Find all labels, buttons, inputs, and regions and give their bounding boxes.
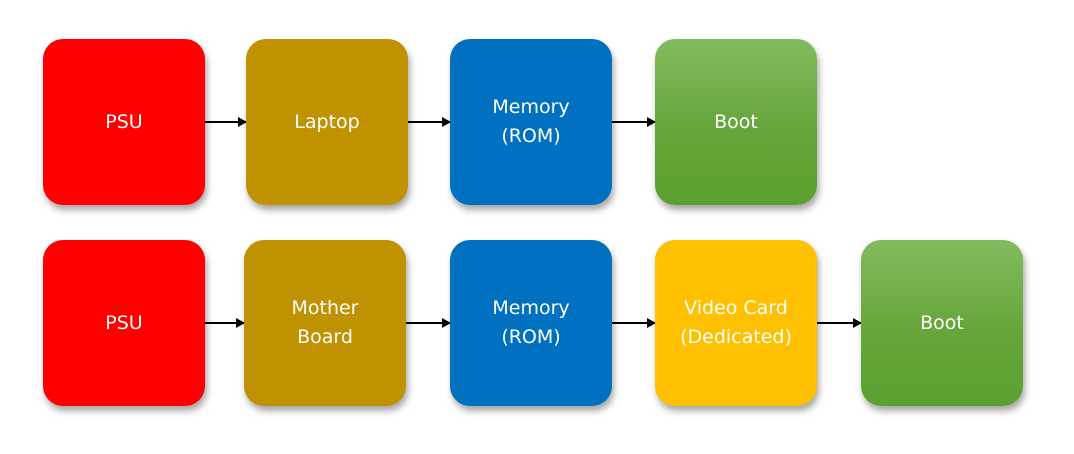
row2-videocard-label-line1: Video Card — [684, 297, 788, 319]
row2-psu-box: PSU — [43, 240, 205, 406]
row2-memory-box: Memory (ROM) — [450, 240, 612, 406]
row1-memory-box: Memory (ROM) — [450, 39, 612, 205]
row2-motherboard-box: Mother Board — [244, 240, 406, 406]
row1-arrow-psu-to-laptop — [205, 117, 247, 127]
row2-psu-text: PSU — [105, 309, 142, 338]
row2-videocard-label-line2: (Dedicated) — [680, 326, 792, 348]
row2-boot-box: Boot — [861, 240, 1023, 406]
row1-laptop-box: Laptop — [246, 39, 408, 205]
row1-psu-box: PSU — [43, 39, 205, 205]
row1-memory-label-line1: Memory — [492, 96, 570, 118]
row1-memory-label-line2: (ROM) — [501, 125, 561, 147]
row2-arrow-videocard-to-boot — [817, 318, 862, 328]
row2-memory-label-line2: (ROM) — [501, 326, 561, 348]
row1-psu-text: PSU — [105, 108, 142, 137]
row2-arrow-motherboard-to-memory — [406, 318, 451, 328]
row1-arrow-laptop-to-memory — [408, 117, 451, 127]
row2-videocard-text: Video Card (Dedicated) — [680, 294, 792, 352]
row2-arrow-memory-to-videocard — [612, 318, 656, 328]
row1-boot-label: Boot — [714, 110, 758, 133]
row1-arrow-memory-to-boot — [612, 117, 656, 127]
row2-memory-text: Memory (ROM) — [492, 294, 569, 352]
row2-memory-label-line1: Memory — [492, 297, 570, 319]
row1-boot-box: Boot — [655, 39, 817, 205]
row2-arrow-psu-to-motherboard — [205, 318, 245, 328]
row2-boot-text: Boot — [920, 309, 964, 338]
row2-boot-label: Boot — [920, 311, 964, 334]
row2-videocard-box: Video Card (Dedicated) — [655, 240, 817, 406]
row2-psu-label: PSU — [105, 311, 143, 334]
row1-psu-label: PSU — [105, 110, 143, 133]
row1-boot-text: Boot — [714, 108, 758, 137]
row2-motherboard-text: Mother Board — [291, 294, 358, 352]
row1-memory-text: Memory (ROM) — [492, 93, 569, 151]
row1-laptop-label: Laptop — [294, 110, 360, 133]
row2-motherboard-label-line2: Board — [297, 326, 353, 348]
row2-motherboard-label-line1: Mother — [291, 297, 359, 319]
row1-laptop-text: Laptop — [294, 108, 359, 137]
